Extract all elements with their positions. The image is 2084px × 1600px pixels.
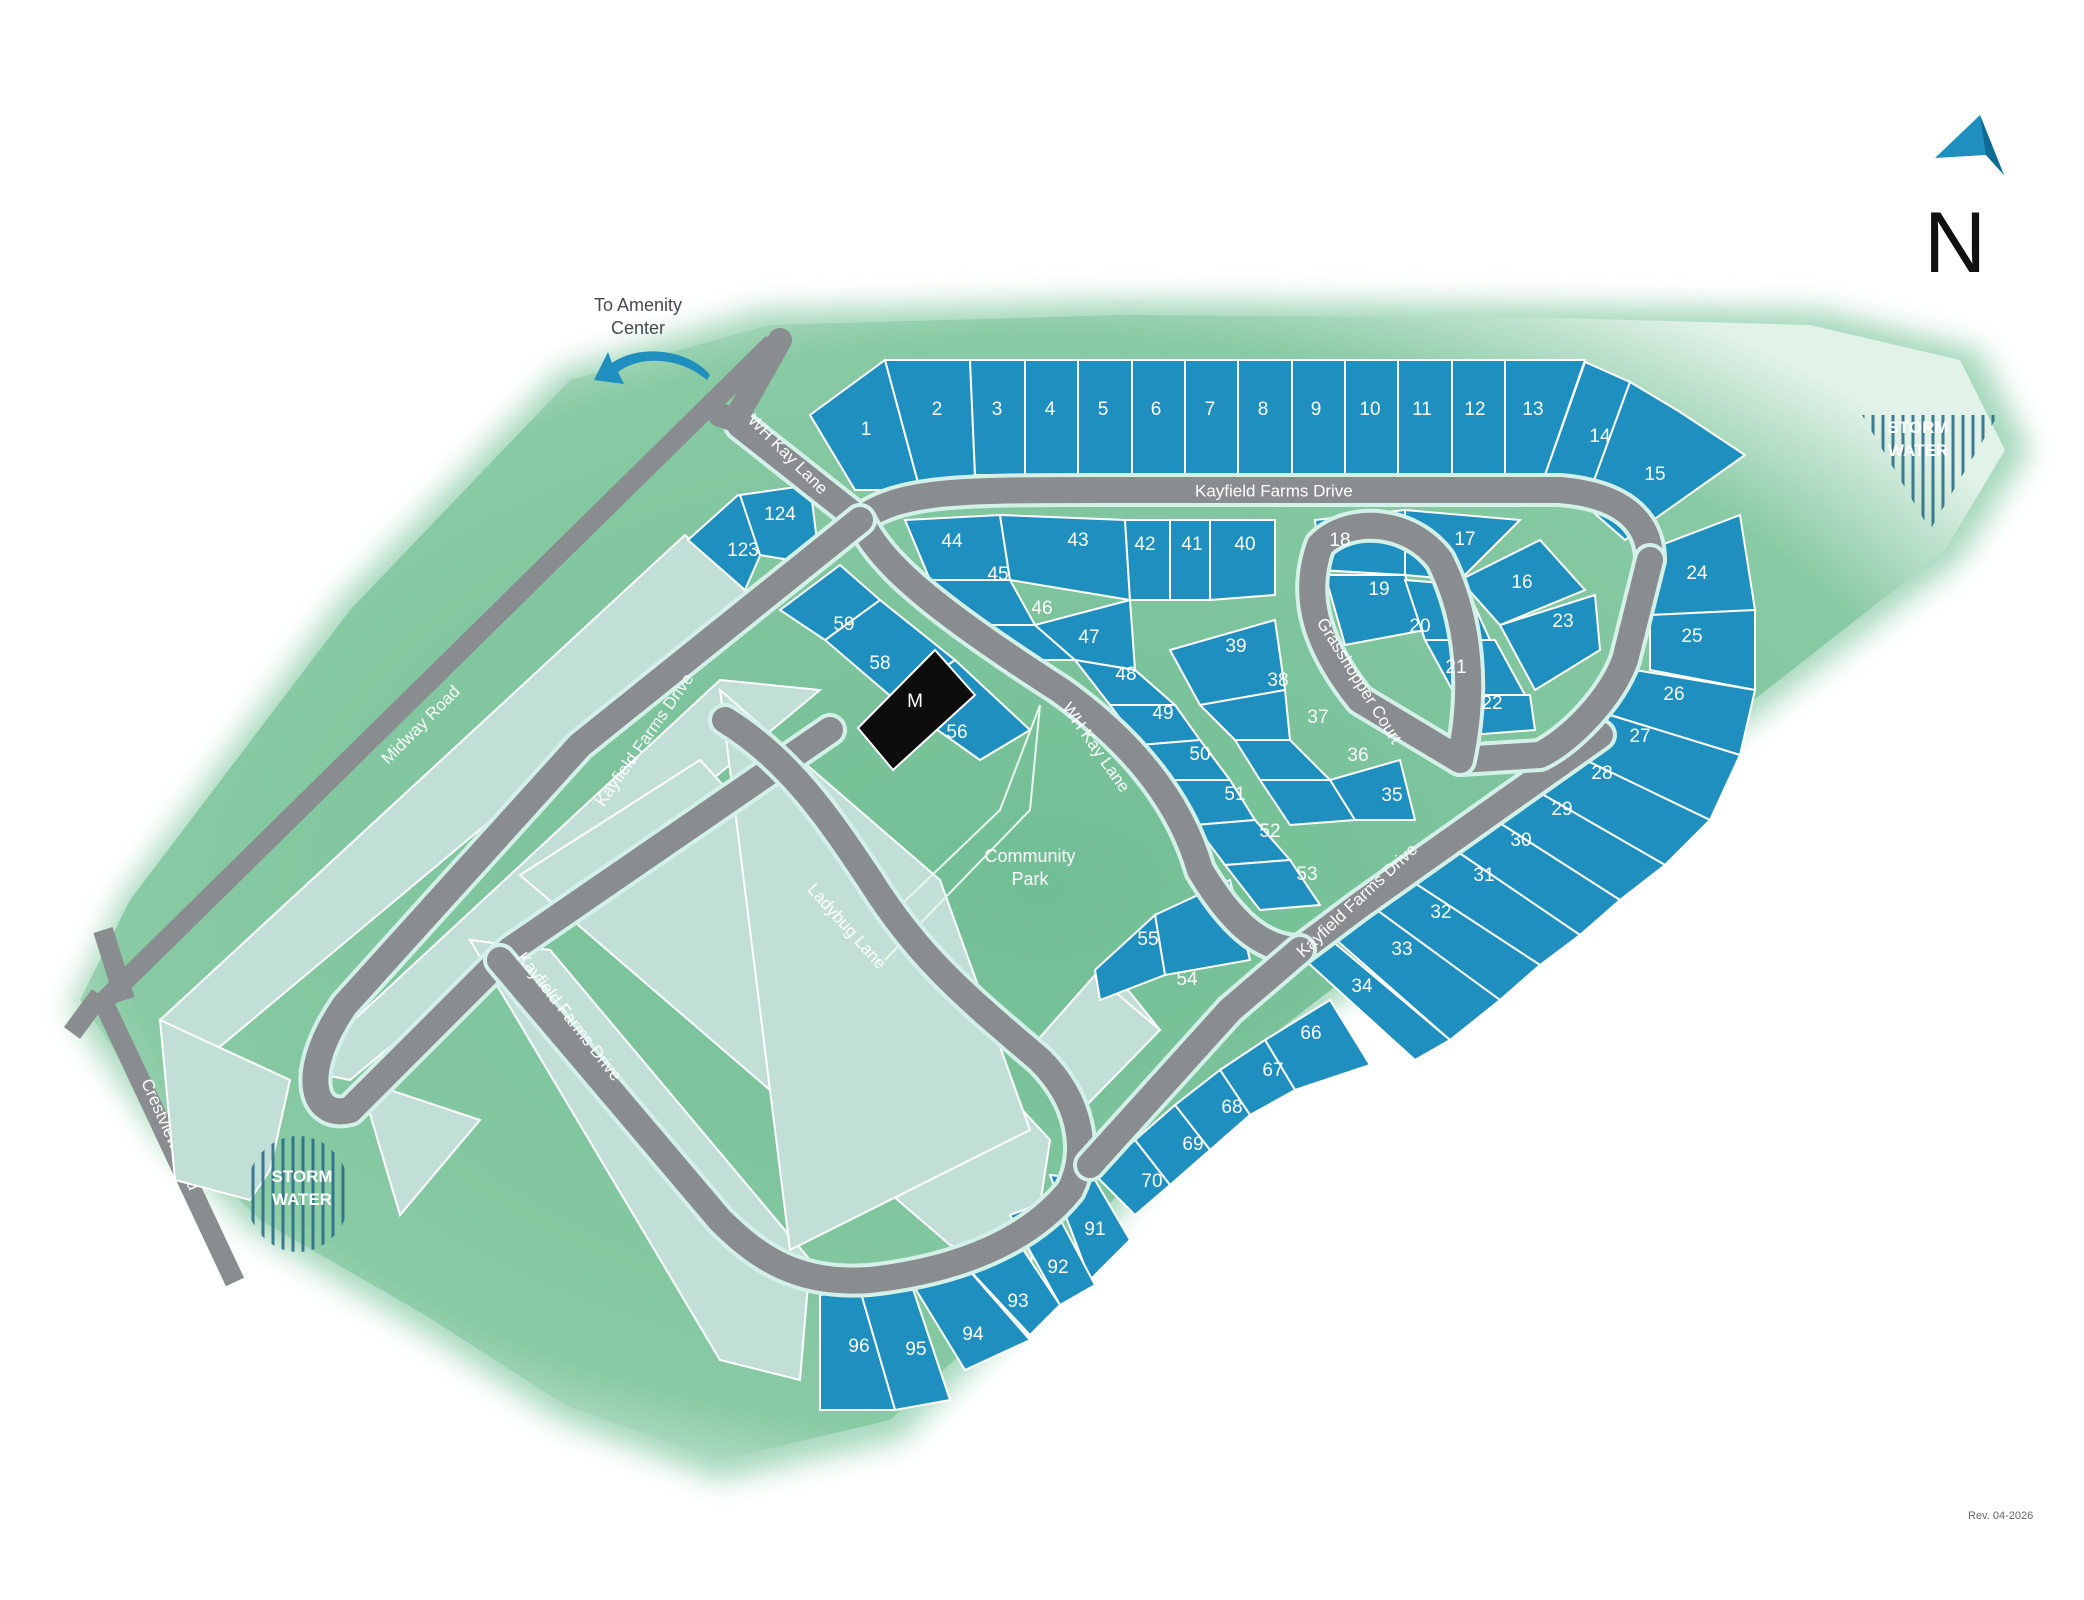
lot-label: 96 <box>848 1336 869 1357</box>
lot-label: 20 <box>1409 616 1430 637</box>
lot-label: 44 <box>941 531 963 552</box>
lot-label: 92 <box>1047 1257 1068 1278</box>
model-home-lot[interactable]: M <box>856 648 977 772</box>
lot-label: 46 <box>1031 598 1052 619</box>
road-label-kayfield-north: Kayfield Farms Drive <box>1195 481 1353 500</box>
storm-water-east: STORM WATER <box>1862 415 1998 530</box>
lot-label: 10 <box>1359 399 1380 420</box>
lot-label: 58 <box>869 653 890 674</box>
lot-label: 53 <box>1296 864 1317 885</box>
lot-label: 14 <box>1589 426 1611 447</box>
lot-label: 28 <box>1591 763 1612 784</box>
lot-label: 16 <box>1511 572 1532 593</box>
lot-label: 93 <box>1007 1291 1028 1312</box>
lot-label: 6 <box>1151 399 1162 420</box>
lot-label: 66 <box>1300 1023 1321 1044</box>
lot-label: 12 <box>1464 399 1485 420</box>
lot-label: 54 <box>1176 969 1198 990</box>
lot-label: 5 <box>1098 399 1109 420</box>
lot-label: 30 <box>1510 830 1531 851</box>
lot-label: 70 <box>1141 1171 1162 1192</box>
lot-label: 32 <box>1430 902 1451 923</box>
lot-label: 42 <box>1134 534 1155 555</box>
lot-label: 40 <box>1234 534 1255 555</box>
lot-label: 21 <box>1445 657 1466 678</box>
lot-label: 17 <box>1454 529 1475 550</box>
lot-label: 91 <box>1084 1219 1105 1240</box>
lot-label: 43 <box>1067 530 1088 551</box>
compass-label: N <box>1924 195 1986 291</box>
lot-label: 3 <box>992 399 1003 420</box>
park-label-line2: Park <box>1011 869 1049 889</box>
lot-label: 35 <box>1381 785 1402 806</box>
lot-label: 26 <box>1663 684 1684 705</box>
lot-label: 19 <box>1368 579 1389 600</box>
lot-label: 49 <box>1152 703 1173 724</box>
storm-water-label-line1: STORM <box>1887 418 1948 437</box>
lot-label: 8 <box>1258 399 1269 420</box>
lot-label: 24 <box>1686 563 1708 584</box>
lot-label: 47 <box>1078 627 1099 648</box>
lot-label: 13 <box>1522 399 1543 420</box>
lot-label: 36 <box>1347 745 1368 766</box>
lot-label: 124 <box>764 504 796 525</box>
curved-arrow-icon <box>594 351 710 384</box>
lot-label: 29 <box>1551 799 1572 820</box>
lot-label: 52 <box>1259 821 1280 842</box>
available-lots <box>686 358 1757 1412</box>
revision-note: Rev. 04-2026 <box>1968 1510 2033 1522</box>
lot-label: 45 <box>987 564 1008 585</box>
lot-label: 67 <box>1262 1060 1283 1081</box>
lot-label: 59 <box>833 614 854 635</box>
lot-label: 95 <box>905 1339 926 1360</box>
model-lot-label: M <box>907 691 923 712</box>
lot-label: 1 <box>861 419 872 440</box>
lot-label: 23 <box>1552 611 1573 632</box>
lot-label: 31 <box>1473 865 1494 886</box>
midway-road[interactable] <box>87 335 781 1018</box>
lot-label: 15 <box>1644 464 1665 485</box>
lot-label: 38 <box>1267 670 1288 691</box>
lot-label: 2 <box>932 399 943 420</box>
lot-label: 39 <box>1225 636 1246 657</box>
lot-label: 41 <box>1181 534 1202 555</box>
storm-water-label-line1: STORM <box>271 1167 332 1186</box>
lot-label: 69 <box>1182 1134 1203 1155</box>
lot-label: 7 <box>1205 399 1216 420</box>
amenity-label-line2: Center <box>611 318 665 338</box>
lot-label: 4 <box>1045 399 1056 420</box>
lot-label: 94 <box>962 1324 984 1345</box>
lot-label: 22 <box>1481 693 1502 714</box>
lot-label: 56 <box>946 722 967 743</box>
park-label-line1: Community <box>984 846 1075 866</box>
storm-water-label-line2: WATER <box>272 1190 332 1209</box>
lot-label: 33 <box>1391 939 1412 960</box>
storm-water-west: STORM WATER <box>246 1136 350 1252</box>
lot-label: 18 <box>1329 530 1350 551</box>
lot-label: 50 <box>1189 744 1210 765</box>
north-arrow-icon: N <box>1924 115 2004 291</box>
lot-label: 123 <box>727 540 759 561</box>
community-park: Community Park <box>879 704 1076 961</box>
amenity-label-line1: To Amenity <box>594 295 682 315</box>
lot-label: 51 <box>1224 784 1245 805</box>
lot-label: 55 <box>1137 929 1158 950</box>
amenity-direction: To Amenity Center <box>594 295 710 384</box>
lot-numbers: 1 2 3 4 5 6 7 8 9 10 11 12 13 14 15 24 2… <box>727 399 1708 1360</box>
internal-roads: Kayfield Farms Drive WH Kay Lane Grassho… <box>298 328 1667 1298</box>
lot-label: 34 <box>1351 976 1373 997</box>
lot-label: 48 <box>1115 664 1136 685</box>
lot-label: 68 <box>1221 1097 1242 1118</box>
storm-water-label-line2: WATER <box>1888 441 1948 460</box>
lot-label: 11 <box>1412 399 1432 420</box>
lot-label: 37 <box>1307 707 1328 728</box>
lot-label: 27 <box>1629 726 1650 747</box>
lot-label: 9 <box>1311 399 1322 420</box>
crestview-road[interactable] <box>90 990 245 1287</box>
lot-label: 25 <box>1681 626 1702 647</box>
